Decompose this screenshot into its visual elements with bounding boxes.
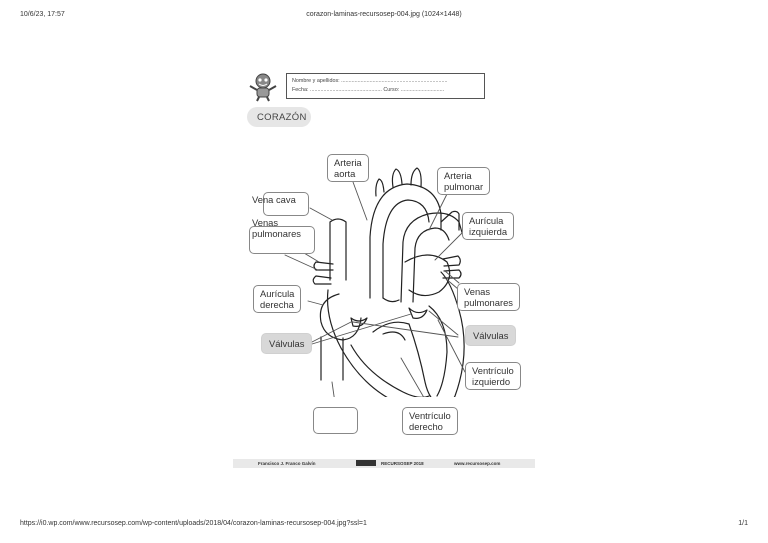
label-ventriculo-izquierdo-line1: Ventrículo	[472, 365, 514, 376]
label-box-vena-cava	[263, 192, 309, 216]
label-arteria-aorta-line1: Arteria	[334, 157, 362, 168]
label-ventriculo-izquierdo-line2: izquierdo	[472, 376, 511, 387]
label-auricula-derecha-line2: derecha	[260, 299, 294, 310]
footer-brand: RECURSOSEP 2018	[381, 461, 424, 466]
worksheet-title: CORAZÓN	[257, 112, 307, 123]
label-auricula-izquierda: Aurícula izquierda	[462, 212, 515, 240]
label-venas-pulmonares-right-line2: pulmonares	[464, 297, 513, 308]
label-ventriculo-izquierdo: Ventrículo izquierdo	[465, 362, 521, 390]
name-date-box: Nombre y apellidos: ....................…	[286, 73, 485, 99]
label-ventriculo-derecho: Ventrículo derecho	[402, 407, 458, 435]
mascot-icon	[249, 73, 277, 102]
footer-website: www.recursosep.com	[454, 461, 501, 466]
title-pill	[247, 107, 311, 127]
empty-answer-box	[313, 407, 358, 434]
label-auricula-derecha: Aurícula derecha	[253, 285, 302, 313]
name-line: Nombre y apellidos: ....................…	[292, 78, 448, 84]
label-arteria-aorta-line2: aorta	[334, 168, 356, 179]
label-valvulas-left: Válvulas	[261, 333, 313, 354]
label-arteria-aorta: Arteria aorta	[327, 154, 369, 182]
print-date: 10/6/23, 17:57	[20, 11, 65, 18]
label-venas-pulmonares-right-line1: Venas	[464, 286, 491, 297]
footer-author: Francisco J. Franco Galvín	[258, 461, 316, 466]
worksheet: Nombre y apellidos: ....................…	[233, 62, 535, 472]
label-auricula-derecha-line1: Aurícula	[260, 288, 295, 299]
label-auricula-izquierda-line2: izquierda	[469, 226, 508, 237]
label-valvulas-right: Válvulas	[465, 325, 517, 346]
label-venas-pulmonares-left-line2: pulmonares	[252, 228, 301, 239]
label-venas-pulmonares-left: Venas pulmonares	[252, 217, 301, 239]
label-arteria-pulmonar: Arteria pulmonar	[437, 167, 491, 195]
label-venas-pulmonares-left-line1: Venas	[252, 217, 279, 228]
label-arteria-pulmonar-line1: Arteria	[444, 170, 472, 181]
label-box-venas-pulmonares-left	[249, 226, 315, 254]
label-arteria-pulmonar-line2: pulmonar	[444, 181, 484, 192]
label-vena-cava: Vena cava	[252, 194, 296, 205]
label-venas-pulmonares-right: Venas pulmonares	[457, 283, 520, 311]
print-title: corazon-laminas-recursosep-004.jpg (1024…	[306, 11, 462, 18]
label-ventriculo-derecho-line2: derecho	[409, 421, 443, 432]
print-page-count: 1/1	[738, 520, 748, 527]
footer-logo	[356, 460, 376, 466]
print-url: https://i0.wp.com/www.recursosep.com/wp-…	[20, 520, 367, 527]
label-ventriculo-derecho-line1: Ventrículo	[409, 410, 451, 421]
date-course-line: Fecha: .................................…	[292, 87, 445, 93]
worksheet-footer: Francisco J. Franco Galvín RECURSOSEP 20…	[233, 459, 535, 468]
label-auricula-izquierda-line1: Aurícula	[469, 215, 504, 226]
